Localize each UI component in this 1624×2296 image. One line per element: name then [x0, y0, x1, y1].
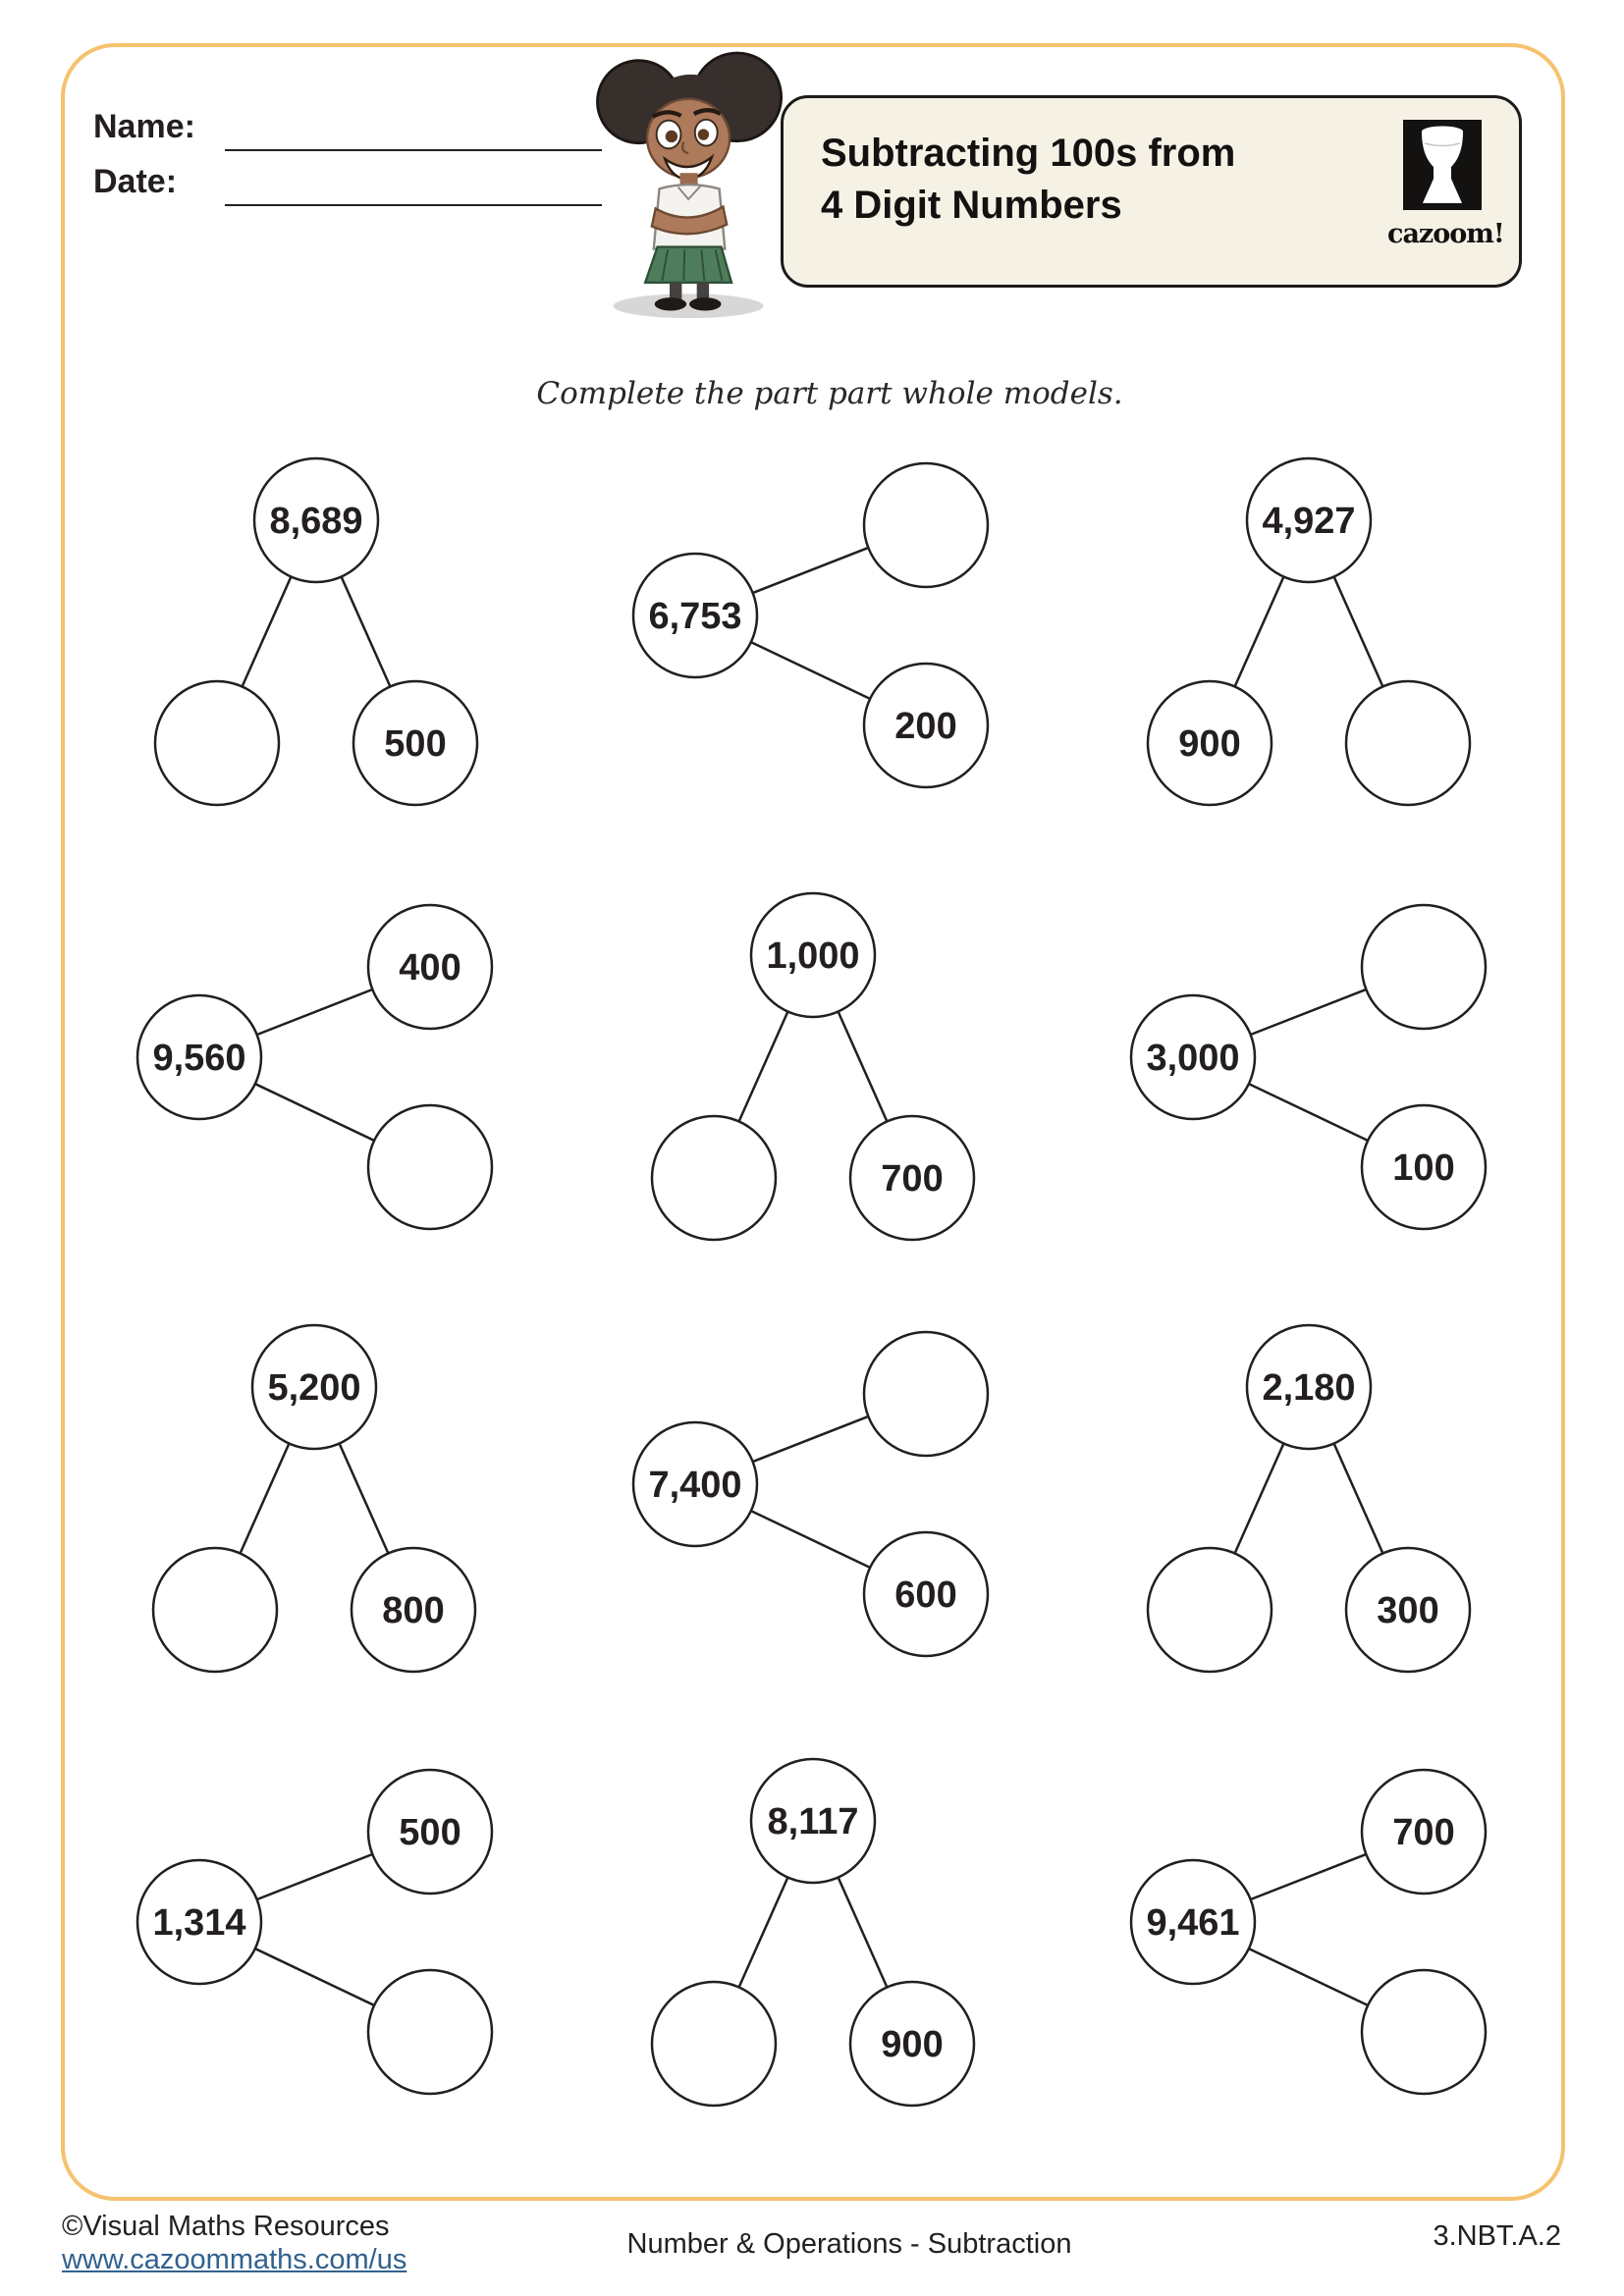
number-label: 7,400 [648, 1465, 741, 1506]
djembe-drum-icon [1403, 120, 1482, 210]
part-circle-empty-answer[interactable] [862, 461, 990, 589]
number-label: 600 [894, 1575, 956, 1616]
whole-circle [1245, 456, 1373, 584]
part-circle-empty-answer[interactable] [650, 1114, 778, 1242]
name-input-line[interactable] [225, 149, 602, 151]
part-circle [1360, 1768, 1488, 1896]
worksheet-title-line1: Subtracting 100s from [821, 132, 1236, 175]
number-label: 300 [1377, 1590, 1438, 1631]
part-circle [366, 903, 494, 1031]
part-circle-empty-answer[interactable] [1146, 1546, 1273, 1674]
part-whole-model: 8,689 500 [153, 456, 479, 807]
part-circle [350, 1546, 477, 1674]
part-circle-empty-answer[interactable] [650, 1980, 778, 2108]
number-label: 100 [1392, 1148, 1454, 1189]
whole-circle [631, 552, 759, 679]
worksheet-title-line2: 4 Digit Numbers [821, 184, 1122, 227]
cazoom-logo: cazoom! [1387, 120, 1505, 249]
part-circle [366, 1768, 494, 1896]
part-circle-empty-answer[interactable] [1360, 1968, 1488, 2096]
number-label: 9,461 [1146, 1902, 1239, 1944]
whole-circle [749, 1757, 877, 1885]
part-circle-empty-answer[interactable] [366, 1103, 494, 1231]
part-circle-empty-answer[interactable] [1344, 679, 1472, 807]
part-circle-empty-answer[interactable] [1360, 903, 1488, 1031]
number-label: 1,314 [152, 1902, 245, 1944]
part-whole-model: 6,753 200 [631, 461, 990, 789]
number-label: 1,000 [766, 935, 859, 977]
title-box: Subtracting 100s from 4 Digit Numbers ca… [781, 95, 1522, 288]
whole-circle [749, 891, 877, 1019]
footer-standard-code: 3.NBT.A.2 [1433, 2220, 1561, 2252]
part-circle-empty-answer[interactable] [862, 1330, 990, 1458]
whole-circle [1129, 1858, 1257, 1986]
page-border [61, 43, 1565, 2201]
name-label: Name: [93, 108, 195, 145]
number-label: 700 [881, 1158, 943, 1200]
number-label: 800 [382, 1590, 444, 1631]
part-whole-model: 7,400 600 [631, 1330, 990, 1658]
part-circle [1360, 1103, 1488, 1231]
date-label: Date: [93, 163, 178, 200]
number-label: 2,180 [1262, 1367, 1355, 1409]
whole-circle [631, 1420, 759, 1548]
number-label: 700 [1392, 1812, 1454, 1853]
part-circle [352, 679, 479, 807]
number-label: 200 [894, 706, 956, 747]
cazoom-logo-text: cazoom! [1387, 219, 1505, 249]
part-whole-model: 5,200 800 [151, 1323, 477, 1674]
part-whole-model: 4,927 900 [1146, 456, 1472, 807]
whole-circle [135, 993, 263, 1121]
footer-copyright: ©Visual Maths Resources [62, 2211, 390, 2242]
part-whole-model: 1,000 700 [650, 891, 976, 1242]
part-circle-empty-answer[interactable] [366, 1968, 494, 2096]
whole-circle [1245, 1323, 1373, 1451]
part-circle [862, 662, 990, 789]
number-label: 8,117 [768, 1801, 859, 1842]
number-label: 5,200 [267, 1367, 360, 1409]
part-whole-model: 1,314 500 [135, 1768, 494, 2096]
part-circle [1146, 679, 1273, 807]
number-label: 3,000 [1146, 1038, 1239, 1079]
part-circle-empty-answer[interactable] [151, 1546, 279, 1674]
whole-circle [250, 1323, 378, 1451]
whole-circle [135, 1858, 263, 1986]
instruction-text: Complete the part part whole models. [536, 376, 1123, 411]
schoolgirl-character-icon [587, 47, 793, 332]
website-link[interactable]: www.cazoommaths.com/us [62, 2244, 407, 2275]
part-circle [862, 1530, 990, 1658]
footer-category: Number & Operations - Subtraction [626, 2228, 1072, 2260]
part-circle-empty-answer[interactable] [153, 679, 281, 807]
number-label: 900 [881, 2024, 943, 2065]
date-input-line[interactable] [225, 204, 602, 206]
number-label: 500 [384, 723, 446, 765]
number-label: 400 [399, 947, 460, 988]
part-whole-model: 9,560 400 [135, 903, 494, 1231]
part-circle [848, 1980, 976, 2108]
part-whole-model: 3,000 100 [1129, 903, 1488, 1231]
part-whole-model: 8,117 900 [650, 1757, 976, 2108]
part-whole-model: 2,180 300 [1146, 1323, 1472, 1674]
whole-circle [252, 456, 380, 584]
part-circle [848, 1114, 976, 1242]
whole-circle [1129, 993, 1257, 1121]
part-whole-model: 9,461 700 [1129, 1768, 1488, 2096]
worksheet-title: Subtracting 100s from 4 Digit Numbers [821, 128, 1235, 232]
number-label: 8,689 [269, 501, 362, 542]
number-label: 9,560 [152, 1038, 245, 1079]
number-label: 6,753 [648, 596, 741, 637]
number-label: 500 [399, 1812, 460, 1853]
part-circle [1344, 1546, 1472, 1674]
number-label: 4,927 [1262, 501, 1355, 542]
number-label: 900 [1178, 723, 1240, 765]
